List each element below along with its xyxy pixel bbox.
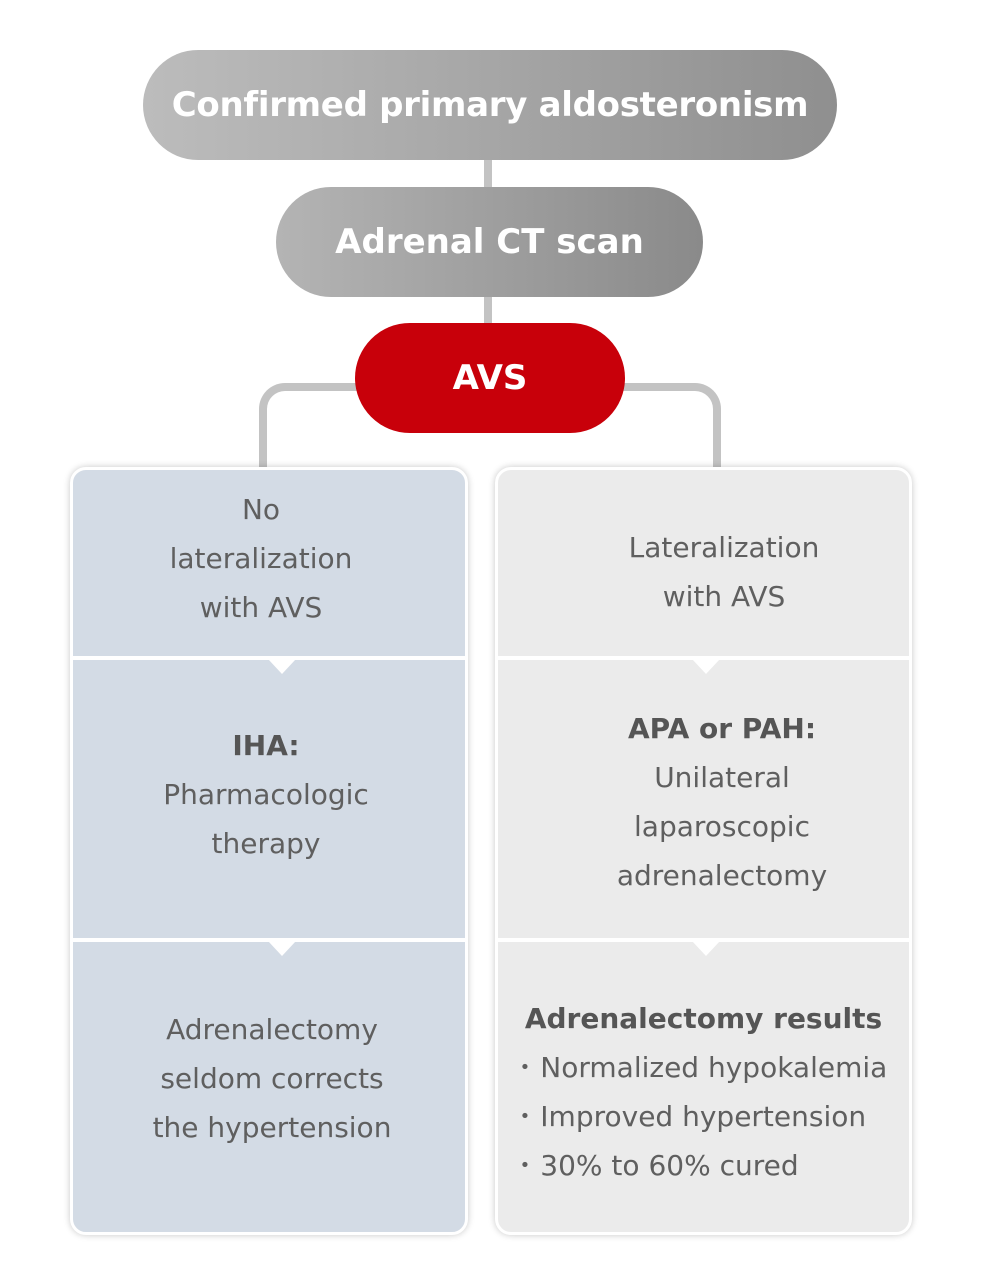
connector-ct-to-avs <box>484 295 492 325</box>
bullet-dot-icon: • <box>519 1106 531 1127</box>
left-step2-line: Pharmacologic <box>163 777 369 811</box>
left-separator-2 <box>73 938 465 942</box>
results-bullet-text: Normalized hypokalemia <box>540 1051 888 1084</box>
results-bullet-item: • Normalized hypokalemia <box>520 1043 888 1092</box>
node-confirmed-primary-aldosteronism: Confirmed primary aldosteronism <box>143 50 837 160</box>
node-adrenal-ct-scan: Adrenal CT scan <box>276 187 703 297</box>
right-step2-line: laparoscopic <box>634 810 810 843</box>
right-step3-title: Adrenalectomy results <box>524 1002 883 1035</box>
right-step2-title: APA or PAH: <box>627 712 817 745</box>
right-step1-line: with AVS <box>662 580 786 613</box>
left-step2-line: therapy <box>211 826 321 860</box>
right-step2-line: adrenalectomy <box>616 859 828 892</box>
connector-avs-right-branch <box>610 383 721 469</box>
node-confirmed-primary-aldosteronism-label: Confirmed primary aldosteronism <box>171 85 809 125</box>
right-step-apa-pah-surgery: APA or PAH: Unilateral laparoscopic adre… <box>498 702 946 902</box>
node-avs-label: AVS <box>452 358 528 398</box>
left-step-iha-therapy: IHA: Pharmacologic therapy <box>73 716 459 872</box>
left-arrow-notch-2 <box>268 941 296 956</box>
connector-top-to-ct <box>484 158 492 189</box>
node-avs: AVS <box>355 323 625 433</box>
left-step1-line: lateralization <box>169 541 353 575</box>
results-bullet-item: • Improved hypertension <box>520 1092 866 1141</box>
right-step2-line: Unilateral <box>654 761 790 794</box>
results-bullet-text: 30% to 60% cured <box>540 1149 799 1182</box>
bullet-dot-icon: • <box>519 1057 531 1078</box>
right-arrow-notch-2 <box>692 941 720 956</box>
results-bullet-item: • 30% to 60% cured <box>520 1141 799 1190</box>
left-step2-title: IHA: <box>232 728 300 762</box>
right-step-adrenalectomy-results: Adrenalectomy results • Normalized hypok… <box>498 992 909 1192</box>
right-step1-line: Lateralization <box>628 531 820 564</box>
results-bullet-text: Improved hypertension <box>540 1100 867 1133</box>
left-step-adrenalectomy-outcome: Adrenalectomy seldom corrects the hypert… <box>73 1000 471 1156</box>
node-adrenal-ct-scan-label: Adrenal CT scan <box>335 222 644 262</box>
bullet-dot-icon: • <box>519 1155 531 1176</box>
left-step3-line: seldom corrects <box>160 1061 384 1095</box>
left-step1-line: with AVS <box>199 590 323 624</box>
left-step3-line: Adrenalectomy <box>166 1012 378 1046</box>
right-step-lateralization: Lateralization with AVS <box>498 522 950 622</box>
right-arrow-notch-1 <box>692 659 720 674</box>
left-separator-1 <box>73 656 465 660</box>
right-separator-1 <box>498 656 909 660</box>
left-step1-line: No <box>241 492 281 526</box>
left-step3-line: the hypertension <box>152 1110 392 1144</box>
panel-no-lateralization <box>70 467 468 1235</box>
connector-avs-left-branch <box>259 383 369 469</box>
right-separator-2 <box>498 938 909 942</box>
results-bullet-list: • Normalized hypokalemia • Improved hype… <box>520 1043 888 1190</box>
left-step-no-lateralization: No lateralization with AVS <box>73 480 449 636</box>
left-arrow-notch-1 <box>268 659 296 674</box>
panel-lateralization <box>495 467 912 1235</box>
